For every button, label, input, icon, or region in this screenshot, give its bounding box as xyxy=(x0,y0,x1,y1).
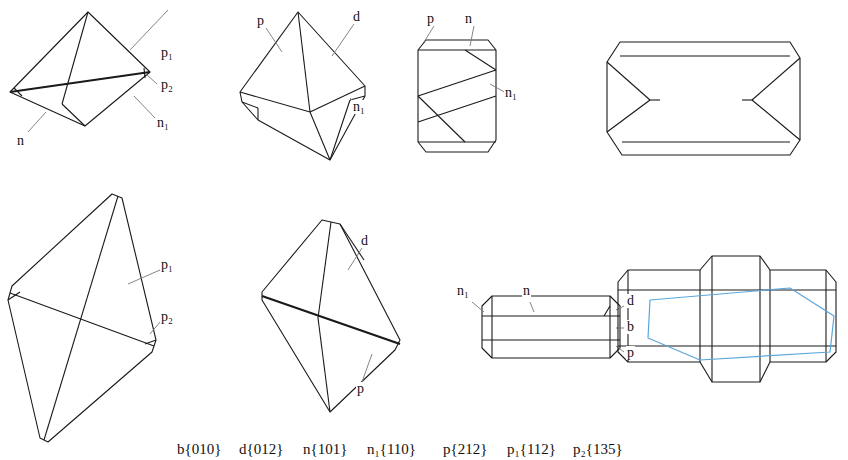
form-index: n₁{110} xyxy=(366,442,417,457)
face-label: p₂ xyxy=(160,310,174,324)
form-index: p₁{112} xyxy=(506,442,557,457)
crystal-3 xyxy=(418,26,508,152)
crystal-7 xyxy=(472,296,624,358)
crystal-2 xyxy=(240,12,365,160)
face-label: b xyxy=(626,320,635,334)
form-index: p{212} xyxy=(442,442,488,457)
face-label: n xyxy=(522,284,531,298)
face-label: p xyxy=(256,14,265,28)
crystal-1 xyxy=(10,10,168,132)
form-index: p₂{135} xyxy=(572,442,624,457)
face-label: p xyxy=(426,12,435,26)
form-index: n{101} xyxy=(302,442,348,457)
crystal-4 xyxy=(607,42,800,155)
form-index: d{012} xyxy=(238,442,284,457)
face-label: p xyxy=(626,346,635,360)
face-label: p xyxy=(356,382,365,396)
form-index: b{010} xyxy=(176,442,222,457)
crystal-5 xyxy=(8,194,160,442)
face-label: n₁ xyxy=(156,116,170,130)
face-label: p₁ xyxy=(160,258,174,272)
face-label: d xyxy=(352,10,361,24)
face-label: d xyxy=(360,234,369,248)
crystal-8 xyxy=(618,256,836,382)
face-label: n xyxy=(16,134,25,148)
face-label: n₁ xyxy=(456,284,470,298)
face-label: n₁ xyxy=(352,100,366,114)
face-label: p₂ xyxy=(160,78,174,92)
face-label: p₁ xyxy=(160,46,174,60)
face-label: n xyxy=(464,12,473,26)
face-label: d xyxy=(626,294,635,308)
face-label: n₁ xyxy=(504,86,518,100)
crystal-6 xyxy=(262,220,400,412)
